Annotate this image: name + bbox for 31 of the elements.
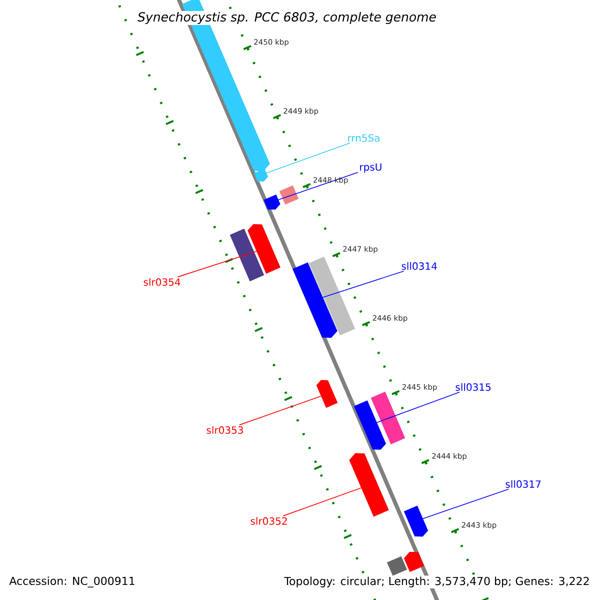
leader-line: [322, 270, 404, 298]
accession-text: Accession: NC_000911: [8, 576, 136, 588]
gene-label: rpsU: [360, 163, 382, 173]
gene-label: sll0314: [402, 262, 437, 270]
gene-feature: [248, 224, 280, 274]
gene-feature: [354, 400, 386, 450]
gene-feature: [292, 262, 338, 338]
genome-info-text: Topology: circular; Length: 3,573,470 bp; Genes: 3,222: [283, 576, 591, 588]
gene-feature: [230, 228, 264, 282]
leader-line: [282, 487, 362, 516]
leader-line: [177, 251, 257, 278]
leader-line: [376, 392, 460, 423]
gene-label: sll0317: [506, 480, 541, 488]
gene-label: sll0315: [456, 383, 491, 391]
gene-feature: [316, 380, 338, 408]
gene-feature: [264, 194, 280, 210]
gene-feature: [404, 506, 428, 537]
gene-label: slr0352: [250, 517, 287, 525]
gene-label: rrn5Sa: [348, 134, 380, 142]
gene-label: slr0354: [144, 278, 180, 286]
gene-feature: [404, 552, 424, 572]
leader-line: [266, 142, 350, 174]
gene-label: slr0353: [206, 426, 243, 434]
gene-feature: [349, 453, 389, 517]
gene-feature: [254, 168, 268, 182]
leader-line: [238, 396, 322, 426]
gene-feature: [308, 256, 356, 336]
title: Synechocystis sp. PCC 6803, complete genome: [136, 10, 438, 26]
gene-feature: [370, 392, 406, 444]
leader-line: [422, 488, 510, 520]
leader-line: [278, 172, 358, 200]
